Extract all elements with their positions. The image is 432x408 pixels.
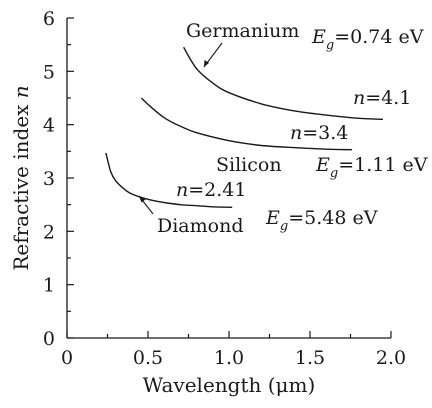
germanium-arrow-head <box>204 60 209 67</box>
x-tick-label: 0 <box>61 347 73 369</box>
diamond-n: n=2.41 <box>176 179 246 201</box>
y-tick-label: 0 <box>43 328 55 350</box>
x-tick-label: 1.0 <box>214 347 244 369</box>
axis-ticks: 0 0.5 1.0 1.5 2.0 0 1 2 3 4 5 6 <box>43 8 406 369</box>
y-tick-label: 4 <box>43 115 55 137</box>
diamond-eg: Eg=5.48 eV <box>265 207 378 234</box>
y-tick-label: 2 <box>43 221 55 243</box>
y-tick-label: 6 <box>43 8 55 30</box>
x-tick-label: 2.0 <box>376 347 406 369</box>
series-line-diamond <box>105 152 233 208</box>
series-line-silicon <box>140 97 353 151</box>
curves <box>105 46 383 208</box>
y-axis-label: Refractive index n <box>9 85 33 270</box>
silicon-eg: Eg=1.11 eV <box>315 154 428 181</box>
x-tick-label: 1.5 <box>295 347 325 369</box>
y-axis-label-n: n <box>9 85 33 98</box>
germanium-eg: Eg=0.74 eV <box>311 26 424 53</box>
diamond-arrow-head <box>139 196 146 203</box>
y-axis-label-text: Refractive index <box>9 98 33 270</box>
series-line-germanium <box>183 46 383 120</box>
y-tick-label: 5 <box>43 61 55 83</box>
x-tick-label: 0.5 <box>133 347 163 369</box>
y-tick-label: 3 <box>43 168 55 190</box>
x-axis-label: Wavelength (μm) <box>143 373 316 397</box>
germanium-n: n=4.1 <box>353 87 411 109</box>
y-tick-label: 1 <box>43 275 55 297</box>
silicon-n: n=3.4 <box>290 122 348 144</box>
germanium-label: Germanium <box>186 20 299 42</box>
diamond-label: Diamond <box>157 215 244 237</box>
silicon-label: Silicon <box>216 154 282 176</box>
